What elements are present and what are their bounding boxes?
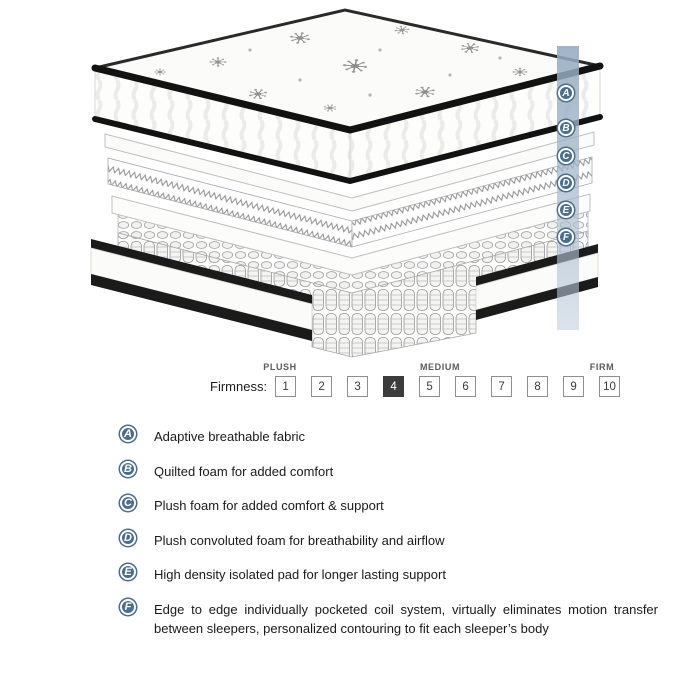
firmness-level-7: 7: [491, 376, 513, 397]
layer-marker-e: E: [558, 202, 574, 218]
legend-badge-e: E: [120, 564, 136, 580]
legend-badge-b: B: [120, 460, 136, 477]
legend-row-c: C Plush foam for added comfort & support: [118, 493, 658, 516]
legend-row-f: F Edge to edge individually pocketed coi…: [118, 597, 658, 639]
plush-foam-layer: [104, 131, 595, 212]
firmness-level-10: 10: [599, 376, 621, 397]
firmness-level-6: 6: [455, 376, 477, 397]
legend-text-b: Quilted foam for added comfort: [154, 463, 334, 479]
legend-badge-d: D: [120, 529, 136, 546]
scale-word-firm: FIRM: [589, 362, 615, 372]
firmness-level-9: 9: [563, 376, 585, 397]
firmness-label: Firmness:: [210, 379, 268, 394]
firmness-level-1: 1: [275, 376, 297, 397]
layer-marker-c: C: [558, 148, 574, 164]
legend-row-b: B Quilted foam for added comfort: [118, 459, 658, 482]
legend-row-a: A Adaptive breathable fabric: [118, 424, 658, 447]
base-frame-left: [90, 239, 313, 341]
legend-text-d: Plush convoluted foam for breathability …: [154, 532, 445, 548]
firmness-level-2: 2: [311, 376, 333, 397]
scale-word-plush: PLUSH: [263, 362, 297, 372]
mattress-exploded-svg: [90, 8, 604, 358]
firmness-level-4: 4: [383, 376, 405, 397]
convoluted-foam-layer: [107, 156, 593, 248]
firmness-scale-words: PLUSH MEDIUM FIRM: [263, 362, 615, 374]
legend-text-f: Edge to edge individually pocketed coil …: [154, 601, 658, 637]
firmness-level-3: 3: [347, 376, 369, 397]
layer-legend: A Adaptive breathable fabric B Quilted f…: [118, 424, 658, 639]
legend-row-d: D Plush convoluted foam for breathabilit…: [118, 528, 658, 551]
layer-marker-f: F: [558, 229, 574, 245]
legend-text-c: Plush foam for added comfort & support: [154, 498, 384, 513]
mattress-diagram: A B C D E F: [90, 8, 604, 358]
scale-word-medium: MEDIUM: [419, 362, 461, 372]
legend-badge-f: F: [120, 598, 136, 615]
firmness-level-8: 8: [527, 376, 549, 397]
firmness-level-5: 5: [419, 376, 441, 397]
layer-marker-d: D: [558, 175, 574, 191]
legend-row-e: E High density isolated pad for longer l…: [118, 562, 658, 585]
legend-text-a: Adaptive breathable fabric: [154, 429, 306, 444]
legend-badge-a: A: [120, 426, 136, 442]
isolated-pad-layer: [111, 193, 591, 276]
firmness-scale: Firmness: 1 2 3 4 5 6 7 8 9 10: [210, 376, 621, 397]
floral-pattern: [154, 24, 528, 114]
legend-text-e: High density isolated pad for longer las…: [154, 567, 446, 582]
quilted-top-layer: [91, 8, 604, 184]
firmness-boxes: 1 2 3 4 5 6 7 8 9 10: [275, 376, 621, 397]
legend-badge-c: C: [120, 495, 136, 511]
layer-marker-a: A: [558, 85, 574, 101]
layer-marker-b: B: [558, 120, 574, 136]
